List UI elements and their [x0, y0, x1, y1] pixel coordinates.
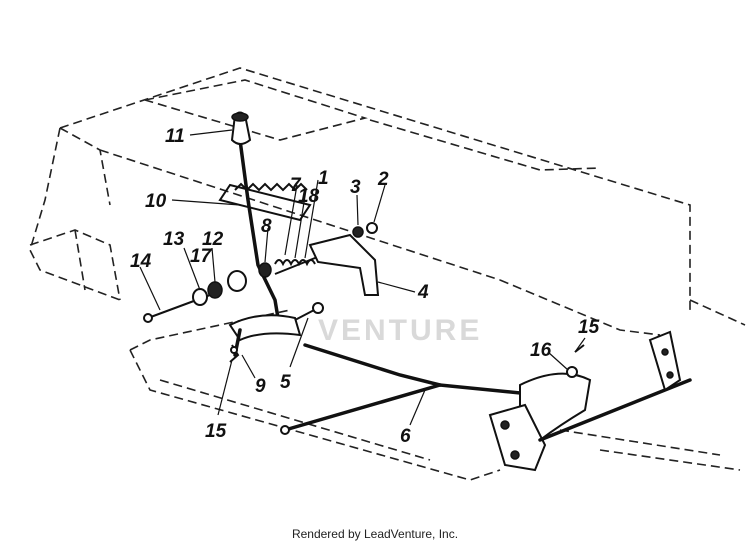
- callout-8: 8: [261, 216, 272, 237]
- callout-5: 5: [280, 372, 291, 393]
- shift-rod: [280, 343, 542, 435]
- pivot-pin: [294, 302, 324, 321]
- tractor-body-outline: [29, 67, 746, 481]
- callout-7: 7: [290, 175, 302, 196]
- callout-4: 4: [417, 282, 429, 303]
- leader-lines: [139, 129, 586, 426]
- callout-6: 6: [400, 426, 411, 447]
- callout-16: 16: [530, 340, 552, 361]
- transmission-linkage: [488, 330, 692, 472]
- callout-2: 2: [377, 169, 389, 190]
- callout-10: 10: [145, 191, 167, 212]
- shift-lever: [228, 111, 302, 357]
- cotter-pin: [229, 344, 240, 363]
- bolt-and-spacers: [143, 270, 247, 323]
- callout-17: 17: [190, 246, 213, 267]
- callout-12: 12: [202, 229, 224, 250]
- callout-9: 9: [255, 376, 266, 397]
- watermark-text: VENTURE: [318, 314, 482, 347]
- callout-18: 18: [298, 186, 320, 207]
- callout-15-left: 15: [205, 421, 227, 442]
- callout-14: 14: [130, 251, 152, 272]
- footer-credit: Rendered by LeadVenture, Inc.: [291, 527, 459, 541]
- callout-11: 11: [165, 126, 185, 147]
- spring-assembly: [258, 255, 321, 278]
- callout-labels: 1 2 3 4 5 6 7 8 9 10 11 12 13 14 15 15 1…: [130, 126, 600, 447]
- callout-3: 3: [350, 177, 361, 198]
- callout-13: 13: [163, 229, 185, 250]
- callout-1: 1: [318, 168, 329, 189]
- callout-15-right: 15: [578, 317, 600, 338]
- mounting-bracket: [308, 222, 380, 296]
